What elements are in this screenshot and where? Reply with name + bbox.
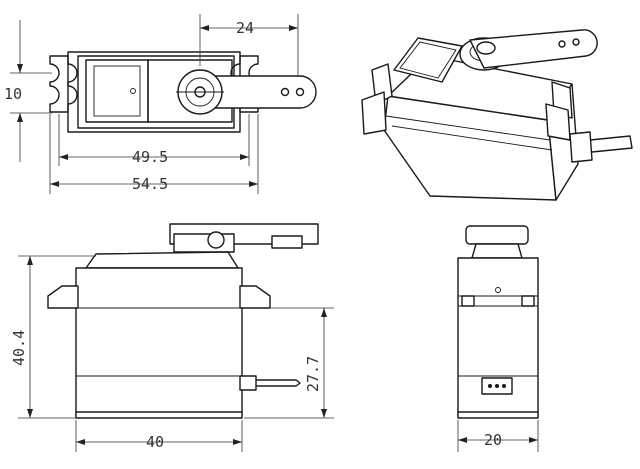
- side-view-bottom-plate: [457, 411, 539, 419]
- dim-54-5-arrow-left: [50, 181, 59, 187]
- front-view-flange-left: [47, 285, 79, 309]
- iso-left-ear-2: [361, 91, 387, 135]
- iso-flange-line: [385, 115, 551, 141]
- top-view-cover-recess: [93, 65, 141, 117]
- dim-20-arrow-right: [529, 437, 538, 443]
- iso-right-ear-2: [545, 103, 571, 141]
- top-view-horn-hole-2: [295, 87, 305, 97]
- dim-54-5-arrow-right: [249, 181, 258, 187]
- dim-20-label: 20: [484, 431, 502, 449]
- iso-cover-recess: [399, 41, 457, 79]
- dim-40-label: 40: [146, 433, 164, 451]
- isometric-view: [361, 29, 633, 201]
- dim-24-arrow-left: [200, 25, 209, 31]
- front-view-cable-boot: [239, 375, 257, 391]
- side-view-horn: [465, 225, 529, 245]
- iso-horn-hole-2: [572, 38, 580, 46]
- dim-24-arrow-right: [289, 25, 298, 31]
- side-view-flange-left: [461, 295, 475, 307]
- dim-10-label: 10: [4, 85, 22, 103]
- dim-40-4-label: 40.4: [10, 330, 28, 366]
- side-view-pin-3: [502, 384, 506, 388]
- dim-10-arrow-bottom: [17, 113, 23, 122]
- front-view-bottom-plate: [75, 411, 243, 419]
- front-view-flange-right: [239, 285, 271, 309]
- top-view-screw-dot: [130, 88, 136, 94]
- front-view-horn-tip: [271, 235, 303, 249]
- side-view-horn-hub: [471, 243, 523, 259]
- dim-27-7-label: 27.7: [304, 356, 322, 392]
- dim-27-7-arrow-top: [321, 308, 327, 317]
- dim-27-7-arrow-bottom: [321, 409, 327, 418]
- front-view-body: [75, 267, 243, 417]
- dim-40-arrow-left: [76, 439, 85, 445]
- front-view-horn-screw: [207, 231, 225, 249]
- side-view: 20: [457, 225, 539, 452]
- iso-horn-arm: [469, 29, 598, 69]
- top-view: 24 10 49.5 54.5: [4, 14, 317, 194]
- dim-49-5-arrow-right: [240, 154, 249, 160]
- top-view-horn-hole-1: [280, 87, 290, 97]
- front-view-cable: [256, 379, 301, 387]
- top-view-mounting-flange: [49, 55, 78, 113]
- iso-cable: [589, 135, 633, 153]
- front-view: 40.4 27.7 40: [10, 223, 334, 452]
- iso-horn-hole-1: [558, 40, 566, 48]
- dim-20-arrow-left: [458, 437, 467, 443]
- side-view-flange-right: [521, 295, 535, 307]
- iso-flange-line-2: [391, 125, 553, 151]
- dim-40-arrow-right: [233, 439, 242, 445]
- dim-49-5-label: 49.5: [132, 148, 168, 166]
- side-view-pin-2: [495, 384, 499, 388]
- side-view-screw: [495, 287, 501, 293]
- iso-cable-boot: [569, 131, 593, 163]
- front-view-horn-hub: [173, 233, 235, 253]
- top-view-cover-plate: [85, 59, 149, 123]
- dim-40-4-arrow-top: [27, 256, 33, 265]
- dim-10-arrow-top: [17, 64, 23, 73]
- top-view-horn-arm: [199, 75, 317, 109]
- dim-54-5-label: 54.5: [132, 175, 168, 193]
- dim-40-4-arrow-bottom: [27, 409, 33, 418]
- dim-49-5-arrow-left: [59, 154, 68, 160]
- front-view-top-deck: [85, 251, 239, 269]
- top-view-gear-housing: [147, 59, 233, 123]
- dim-24-label: 24: [236, 19, 254, 37]
- iso-output-shaft: [476, 41, 496, 55]
- side-view-pin-1: [488, 384, 492, 388]
